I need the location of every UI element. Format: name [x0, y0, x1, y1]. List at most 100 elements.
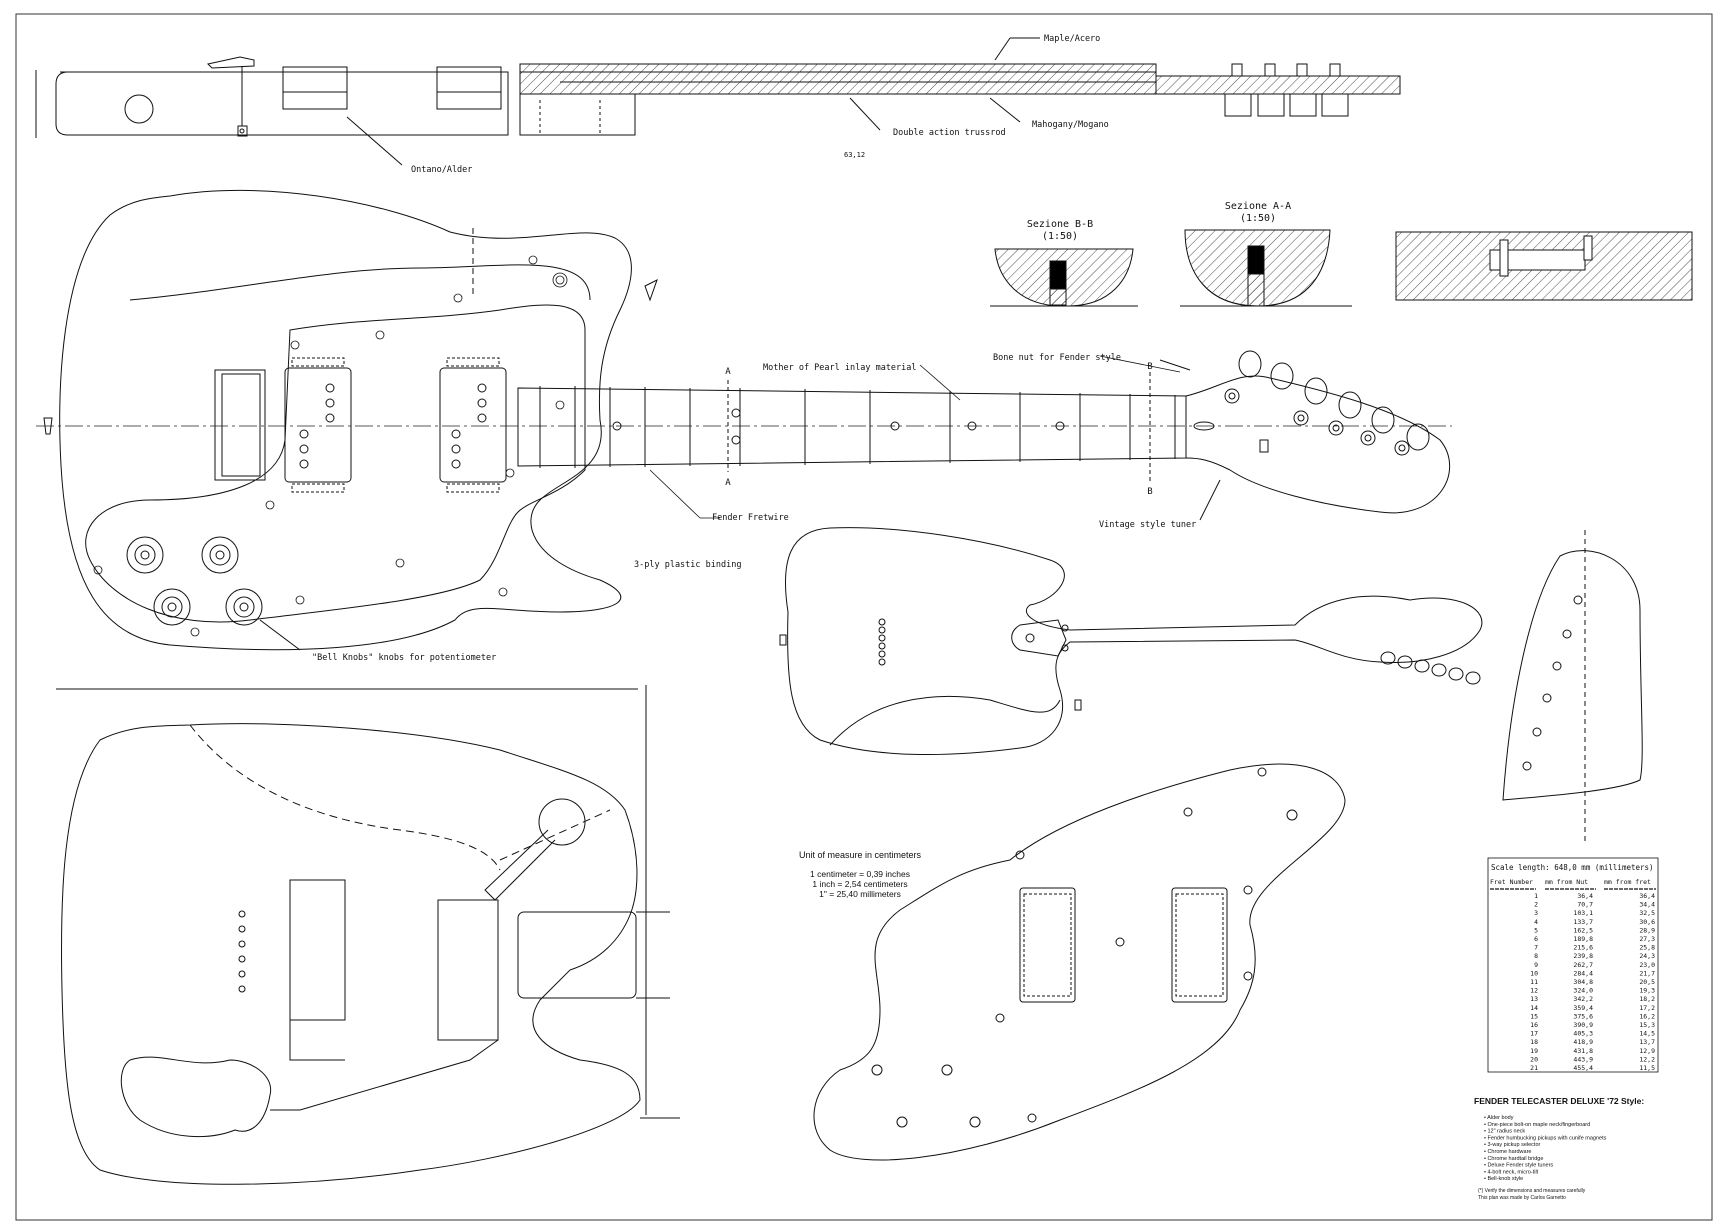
- fret-table-cell: 13,7: [1639, 1038, 1655, 1046]
- fret-table-cell: 455,4: [1573, 1064, 1593, 1072]
- fret-table-cell: 239,8: [1573, 952, 1593, 960]
- fret-table-header-nut: mm from Nut: [1545, 878, 1588, 886]
- fret-table-cell: 20,5: [1639, 978, 1655, 986]
- spec-item: • Alder body: [1484, 1115, 1514, 1121]
- leader-lines: [649, 355, 1181, 519]
- label-fretwire: Fender Fretwire: [712, 513, 789, 523]
- fret-table-cell: 262,7: [1573, 961, 1593, 969]
- label-vintage-tuner: Vintage style tuner: [1099, 520, 1196, 530]
- fret-table-cell: 70,7: [1577, 901, 1593, 909]
- fret-table-cell: 19,3: [1639, 987, 1655, 995]
- fret-table-title: Scale length: 648,0 mm (millimeters): [1491, 863, 1654, 872]
- fret-table-cell: 103,1: [1573, 909, 1593, 917]
- fret-table-cell: 25,8: [1639, 944, 1655, 952]
- fret-table-cell: 5: [1534, 926, 1538, 934]
- fret-table-cell: 12,2: [1639, 1055, 1655, 1063]
- section-detail: [1395, 231, 1693, 301]
- fret-table-cell: 12,9: [1639, 1047, 1655, 1055]
- fret-table-cell: 34,4: [1639, 901, 1655, 909]
- spec-item: • 3-way pickup selector: [1484, 1142, 1541, 1148]
- fret-table-cell: 19: [1530, 1047, 1538, 1055]
- control-knobs: [126, 536, 301, 651]
- spec-item: • 12" radius neck: [1484, 1129, 1525, 1135]
- fret-table-cell: 24,3: [1639, 952, 1655, 960]
- label-mother-of-pearl: Mother of Pearl inlay material: [763, 363, 917, 373]
- strap-button: [43, 417, 53, 435]
- label-mahogany: Mahogany/Mogano: [1032, 120, 1109, 130]
- spec-title: FENDER TELECASTER DELUXE '72 Style:: [1474, 1096, 1644, 1106]
- dimension-neck-length: 63,12: [844, 151, 865, 159]
- fret-table-cell: 15,3: [1639, 1021, 1655, 1029]
- section-mark-a-bottom: A: [725, 478, 731, 488]
- fret-table-cell: 304,8: [1573, 978, 1593, 986]
- fret-table-cell: 28,9: [1639, 926, 1655, 934]
- section-aa-scale: (1:50): [1240, 213, 1276, 224]
- fret-table-cell: 9: [1534, 961, 1538, 969]
- neck-side-view: [519, 37, 1401, 136]
- section-markers: [727, 372, 1151, 484]
- fret-table-cell: 324,0: [1573, 987, 1593, 995]
- body-front-outline: [59, 189, 658, 651]
- fret-table-cell: 11: [1530, 978, 1538, 986]
- spec-note: This plan was made by Carlos Garnetto: [1478, 1195, 1566, 1201]
- fret-table-cell: 390,9: [1573, 1021, 1593, 1029]
- fret-table-cell: 418,9: [1573, 1038, 1593, 1046]
- fret-table-cell: 30,6: [1639, 918, 1655, 926]
- fret-table-border: [1487, 857, 1659, 1073]
- fret-table-cell: 18: [1530, 1038, 1538, 1046]
- fret-table-cell: 133,7: [1573, 918, 1593, 926]
- fret-table-cell: 6: [1534, 935, 1538, 943]
- units-line-2: 1 inch = 2,54 centimeters: [812, 879, 907, 889]
- fret-table: Scale length: 648,0 mm (millimeters) Fre…: [1487, 857, 1659, 1073]
- section-bb-scale: (1:50): [1042, 231, 1078, 242]
- fret-table-cell: 13: [1530, 995, 1538, 1003]
- bridge-and-pickups: [214, 357, 507, 493]
- spec-block: FENDER TELECASTER DELUXE '72 Style: • Al…: [1474, 1096, 1644, 1201]
- section-bb-title: Sezione B-B: [1027, 219, 1093, 230]
- fret-table-cell: 12: [1530, 987, 1538, 995]
- spec-item: • Chrome hardtail bridge: [1484, 1156, 1543, 1162]
- body-routing-template: [56, 685, 680, 1185]
- fret-table-cell: 162,5: [1573, 926, 1593, 934]
- telecaster-silhouette: [779, 527, 1483, 756]
- fret-table-cell: 2: [1534, 901, 1538, 909]
- units-line-3: 1" = 25,40 millimeters: [819, 889, 901, 899]
- fret-table-cell: 27,3: [1639, 935, 1655, 943]
- spec-item: • One-piece bolt-on maple neck/fingerboa…: [1484, 1122, 1590, 1128]
- fret-table-cell: 17,2: [1639, 1004, 1655, 1012]
- spec-item: • Bell-knob style: [1484, 1176, 1523, 1182]
- fret-table-cell: 36,4: [1639, 892, 1655, 900]
- fret-table-cell: 21,7: [1639, 969, 1655, 977]
- label-bell-knobs: "Bell Knobs" knobs for potentiometer: [312, 653, 496, 663]
- fret-table-cell: 359,4: [1573, 1004, 1593, 1012]
- spec-items: • Alder body• One-piece bolt-on maple ne…: [1478, 1115, 1607, 1201]
- fret-table-cell: 18,2: [1639, 995, 1655, 1003]
- neck-fretboard: [517, 386, 1187, 468]
- label-truss-rod: Double action trussrod: [893, 128, 1006, 138]
- fret-table-cell: 14,5: [1639, 1030, 1655, 1038]
- fret-table-header-fret: Fret Number: [1490, 878, 1533, 886]
- fret-table-cell: 431,8: [1573, 1047, 1593, 1055]
- pickguard-template: [813, 763, 1346, 1161]
- units-title: Unit of measure in centimeters: [799, 850, 922, 860]
- section-aa: [1180, 229, 1352, 307]
- fret-table-cell: 405,3: [1573, 1030, 1593, 1038]
- section-mark-a-top: A: [725, 367, 731, 377]
- spec-item: • Chrome hardware: [1484, 1149, 1531, 1155]
- fret-table-cell: 16,2: [1639, 1012, 1655, 1020]
- section-mark-b-bottom: B: [1147, 487, 1152, 497]
- label-binding: 3-ply plastic binding: [634, 560, 741, 570]
- section-bb: [990, 248, 1138, 307]
- section-aa-title: Sezione A-A: [1225, 201, 1291, 212]
- fret-table-cell: 342,2: [1573, 995, 1593, 1003]
- spec-item: • Deluxe Fender style tuners: [1484, 1163, 1553, 1169]
- fret-table-cell: 36,4: [1577, 892, 1593, 900]
- label-maple: Maple/Acero: [1044, 34, 1100, 44]
- fret-table-cell: 10: [1530, 969, 1538, 977]
- fret-table-cell: 8: [1534, 952, 1538, 960]
- fret-table-cell: 215,6: [1573, 944, 1593, 952]
- fret-table-cell: 21: [1530, 1064, 1538, 1072]
- spec-note: (*) Verify the dimensions and measures c…: [1478, 1188, 1586, 1194]
- fret-table-cell: 3: [1534, 909, 1538, 917]
